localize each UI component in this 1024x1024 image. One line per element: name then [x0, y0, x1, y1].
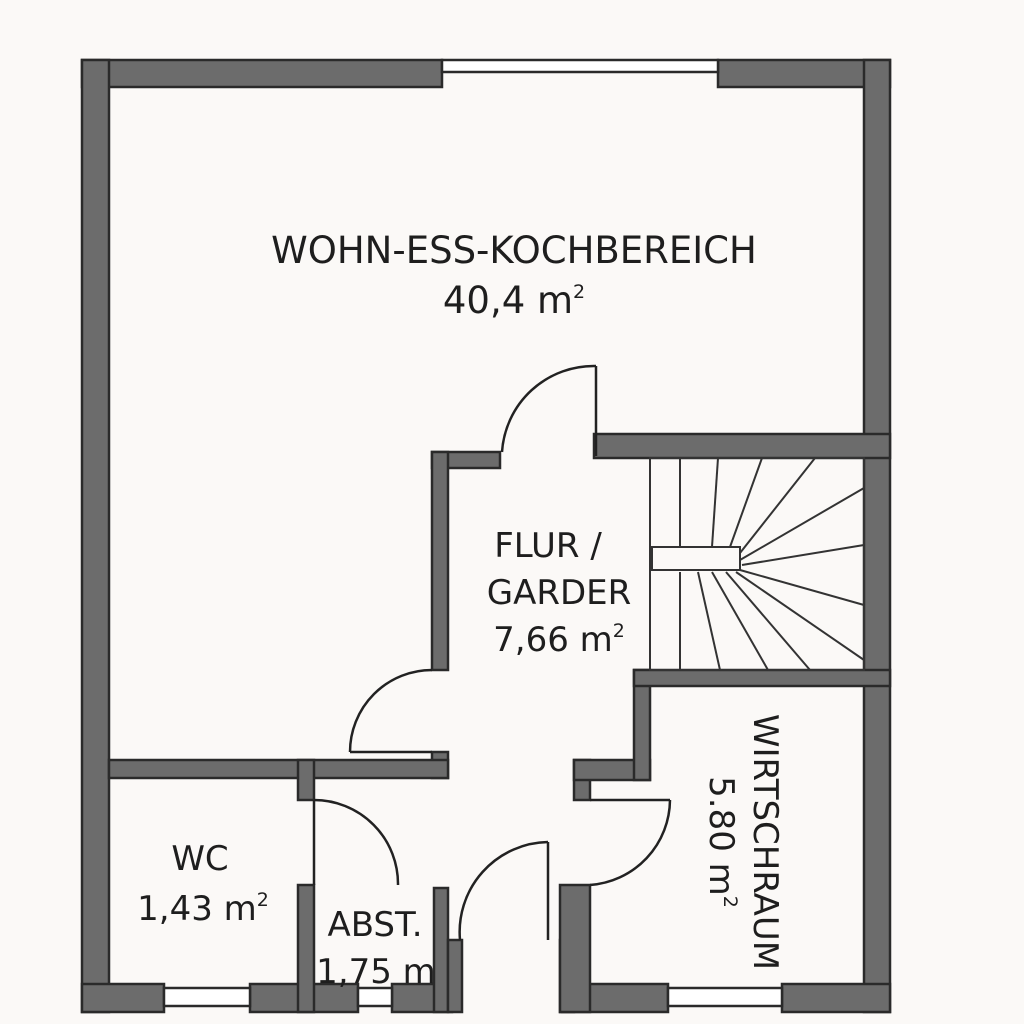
wall-bottom-wc — [80, 982, 166, 1014]
wall-top-right — [716, 58, 892, 89]
label-utility: WIRTSCHRAUM 5.80 m2 — [701, 714, 785, 970]
wall-bottom-far-right — [780, 982, 892, 1014]
interior-walls — [107, 432, 892, 1014]
room-area-storage: 1,75 m — [316, 952, 436, 992]
room-name-living: WOHN-ESS-KOCHBEREICH — [271, 229, 757, 272]
wall-hall-left — [430, 450, 450, 672]
door-living — [500, 364, 598, 456]
wall-wc-top — [107, 758, 450, 780]
label-storage: ABST. 1,75 m — [316, 905, 436, 992]
windows — [162, 58, 784, 1008]
wall-utility-left-lower — [558, 883, 592, 1014]
stair-tread — [741, 544, 865, 566]
room-name-wc: WC — [171, 839, 228, 879]
wall-wc-stub — [296, 758, 316, 802]
wall-utility-top — [632, 668, 892, 688]
stair-outline — [649, 457, 865, 671]
wall-right — [862, 58, 892, 1014]
room-area-utility: 5.80 m2 — [701, 776, 741, 908]
room-name-hall-line2: GARDER — [487, 573, 632, 613]
room-area-wc: 1,43 m2 — [137, 889, 269, 929]
stair-tread — [711, 457, 719, 548]
label-living: WOHN-ESS-KOCHBEREICH 40,4 m2 — [271, 229, 757, 322]
window-storage — [356, 986, 394, 1008]
window-utility — [666, 986, 784, 1008]
stair-tread — [739, 457, 816, 554]
stair-tread — [729, 457, 763, 548]
doors — [312, 364, 672, 941]
room-area-hall: 7,66 m2 — [493, 620, 625, 660]
wall-stair-top — [592, 432, 892, 460]
door-utility — [589, 798, 672, 887]
label-hall: FLUR / GARDER 7,66 m2 — [487, 526, 632, 660]
stair-tread — [725, 571, 811, 671]
wall-top-left — [80, 58, 444, 89]
window-wc — [162, 986, 252, 1008]
window-top — [440, 58, 720, 74]
wall-wc-right — [296, 883, 316, 1014]
door-hall-left — [348, 668, 433, 754]
label-wc: WC 1,43 m2 — [137, 839, 269, 929]
stair-tread — [711, 571, 769, 671]
room-name-hall-line1: FLUR / — [494, 526, 602, 566]
wall-left — [80, 58, 111, 1014]
stair-tread — [739, 569, 865, 606]
wall-hall-bottom-left — [446, 938, 464, 1014]
door-entrance — [458, 840, 550, 941]
stair-tread — [739, 487, 865, 561]
room-area-living: 40,4 m2 — [443, 279, 585, 322]
wall-storage-right — [432, 886, 450, 1014]
door-wc — [312, 798, 400, 886]
room-name-storage: ABST. — [327, 905, 422, 945]
room-name-utility: WIRTSCHRAUM — [745, 714, 785, 970]
stair-landing — [651, 546, 741, 571]
stair-tread — [697, 571, 721, 671]
staircase — [649, 457, 865, 671]
stair-tread — [735, 571, 865, 661]
